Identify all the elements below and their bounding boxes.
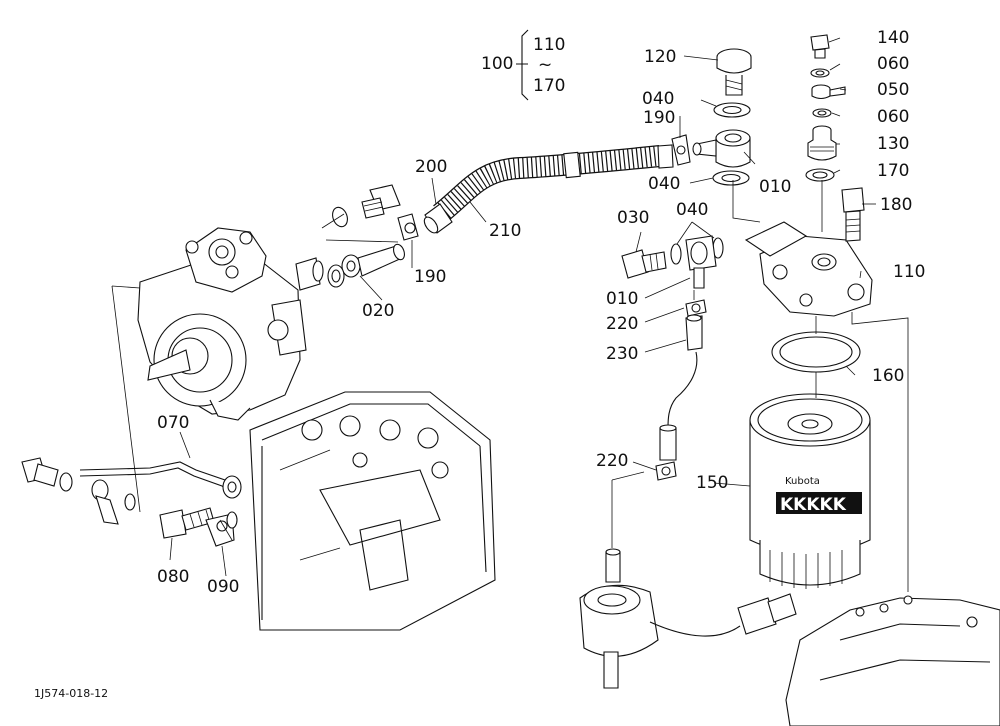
- clamp-220-lower: [655, 461, 677, 481]
- pipe-end-200: [423, 203, 453, 234]
- banjo-bolt-030: [621, 249, 667, 279]
- washer-060-upper: [810, 68, 830, 78]
- label-190-top: 190: [643, 108, 675, 128]
- label-190-left: 190: [414, 267, 446, 287]
- washer-060-lower: [812, 108, 832, 118]
- injection-pump: [137, 227, 324, 421]
- bolt-080: [159, 507, 215, 539]
- filter-mark: KKKKK: [780, 495, 847, 515]
- label-040-right: 040: [676, 200, 708, 220]
- banjo-bolt-left: [361, 184, 401, 219]
- label-170: 170: [877, 161, 909, 181]
- banjo-bolt-120: [716, 48, 752, 96]
- fuel-hose-210: [433, 144, 674, 223]
- label-210: 210: [489, 221, 521, 241]
- clamp-090: [205, 511, 238, 547]
- label-040-mid: 040: [648, 174, 680, 194]
- joint-bolt-130: [807, 125, 837, 161]
- air-vent-bolt-140: [810, 34, 830, 59]
- label-010-top: 010: [759, 177, 791, 197]
- label-020: 020: [362, 301, 394, 321]
- part-labels: 120 140 060 050 060 040 190 130 170 040 …: [157, 28, 925, 597]
- bolt-180: [841, 187, 865, 242]
- hose-230: [659, 314, 703, 461]
- label-010-right: 010: [606, 289, 638, 309]
- engine-head: [249, 391, 496, 631]
- clamp-220-upper: [685, 299, 707, 317]
- clamp-190-left: [397, 213, 419, 241]
- banjo-020: [341, 243, 405, 278]
- drawing-number: 1J574-018-12: [34, 687, 108, 700]
- washers-040-right: [670, 237, 724, 265]
- fuel-pipe-070: [79, 461, 242, 525]
- label-180: 180: [880, 195, 912, 215]
- label-030: 030: [617, 208, 649, 228]
- label-100: 100: [481, 54, 513, 74]
- label-220-lower: 220: [596, 451, 628, 471]
- label-060-upper: 060: [877, 54, 909, 74]
- assembly-lines: [111, 180, 909, 592]
- washer-left-d: [124, 493, 136, 511]
- label-110: 110: [893, 262, 925, 282]
- label-200: 200: [415, 157, 447, 177]
- label-140: 140: [877, 28, 909, 48]
- washer-040-top: [713, 102, 751, 118]
- label-130: 130: [877, 134, 909, 154]
- filter-brand-band: [776, 492, 862, 514]
- range-callout: 100 110 ~ 170: [481, 29, 565, 101]
- fitting-010-top: [692, 129, 751, 168]
- label-160: 160: [872, 366, 904, 386]
- label-050: 050: [877, 80, 909, 100]
- clamp-190-top: [671, 134, 691, 166]
- filter-brand: Kubota: [785, 476, 820, 487]
- electric-fuel-pump: [579, 548, 797, 689]
- label-070: 070: [157, 413, 189, 433]
- label-tilde: ~: [538, 55, 552, 75]
- label-040-top: 040: [642, 89, 674, 109]
- label-150: 150: [696, 473, 728, 493]
- washer-left-c: [59, 472, 73, 492]
- label-090: 090: [207, 577, 239, 597]
- range-bracket: [516, 29, 529, 101]
- washer-040-mid: [712, 170, 750, 186]
- filter-head-110: [744, 221, 873, 317]
- leader-lines-left: [321, 213, 399, 243]
- label-170-range: 170: [533, 76, 565, 96]
- label-080: 080: [157, 567, 189, 587]
- label-220-upper: 220: [606, 314, 638, 334]
- label-120: 120: [644, 47, 676, 67]
- fitting-010-right: [685, 235, 717, 289]
- label-060-lower: 060: [877, 107, 909, 127]
- o-ring-160: [771, 331, 861, 373]
- leader-lines: [169, 37, 876, 577]
- label-110-range: 110: [533, 35, 565, 55]
- washer-left-b: [327, 264, 345, 288]
- fitting-050: [811, 84, 846, 100]
- label-230: 230: [606, 344, 638, 364]
- filter-bracket: [785, 595, 1000, 726]
- fuel-filter-150: Kubota KKKKK: [749, 393, 871, 589]
- left-bolt-hollow: [21, 457, 59, 487]
- gasket-170: [805, 168, 835, 182]
